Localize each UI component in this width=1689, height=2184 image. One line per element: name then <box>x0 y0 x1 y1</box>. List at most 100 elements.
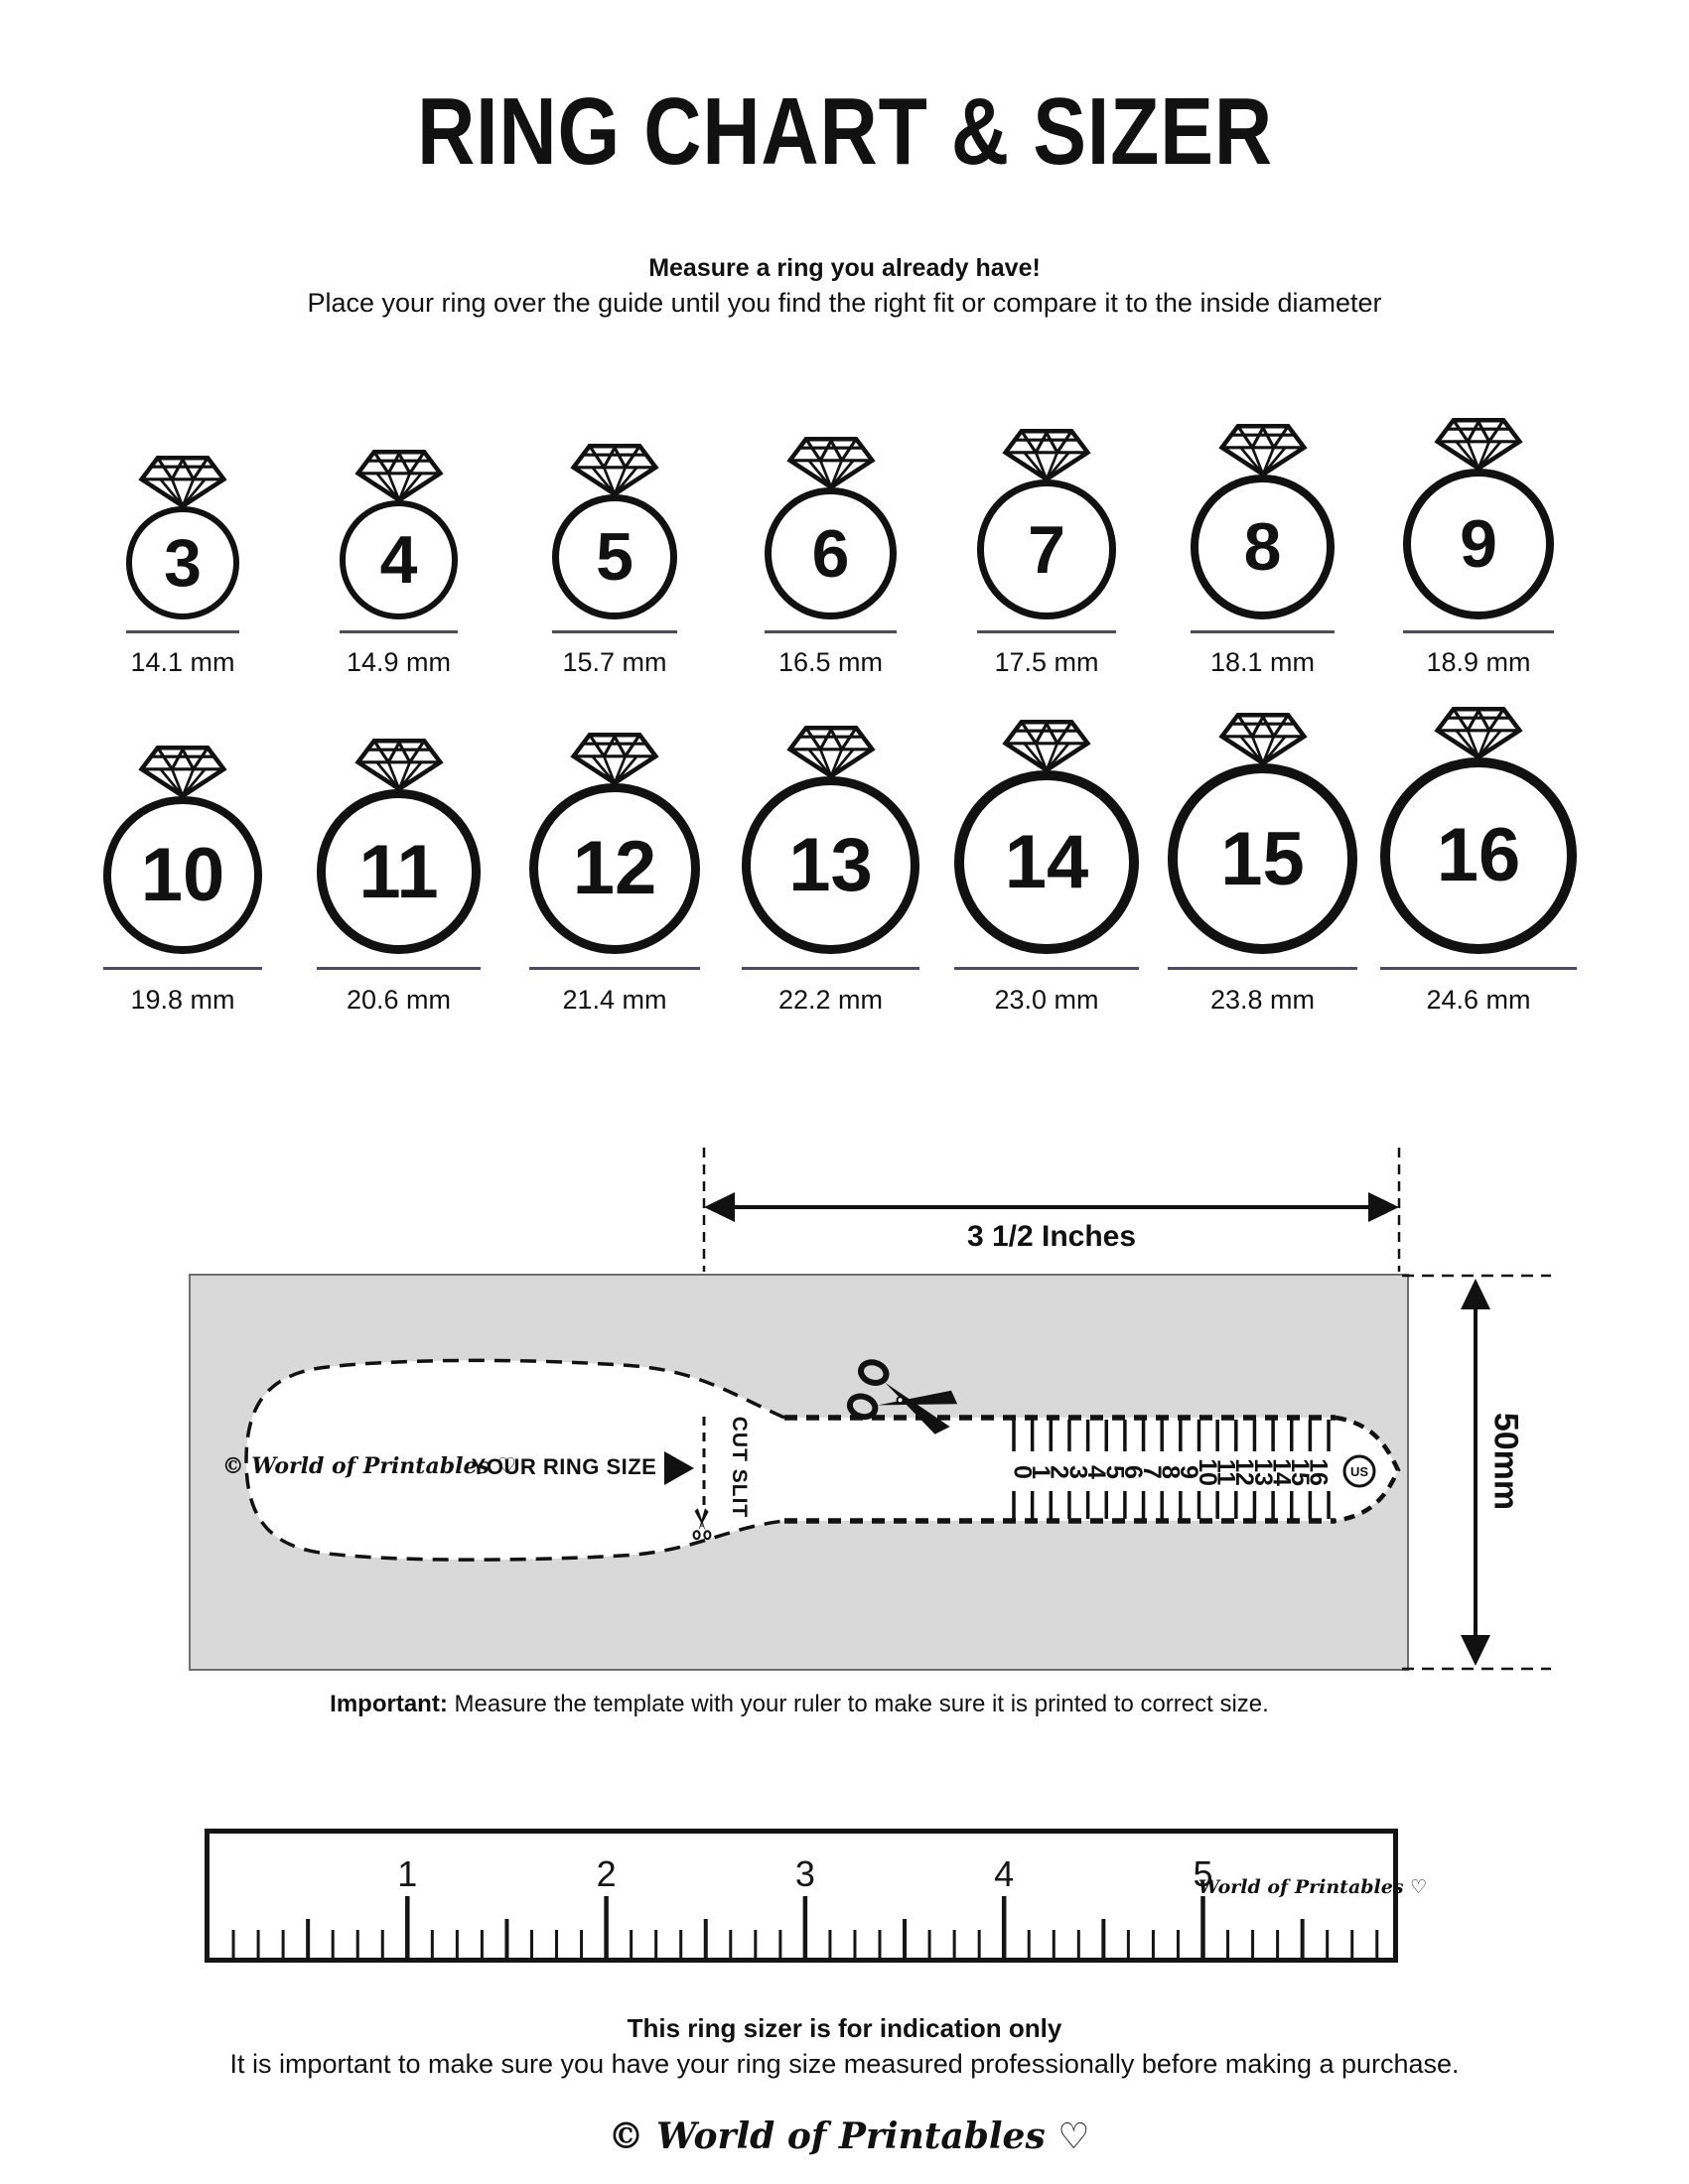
scale-number: 13 <box>1249 1458 1277 1486</box>
diamond-icon <box>785 435 876 491</box>
ring-underline <box>1167 967 1358 970</box>
page-title-row: RING CHART & SIZER <box>0 77 1689 187</box>
diamond-icon <box>1434 705 1523 761</box>
your-ring-size-label: YOUR RING SIZE <box>471 1454 657 1479</box>
height-label: 50mm <box>1486 1412 1525 1511</box>
ring-underline <box>126 630 239 633</box>
ring-circle: 10 <box>103 795 262 954</box>
ruler-number: 3 <box>795 1853 815 1894</box>
diamond-icon <box>1217 711 1308 767</box>
ring-diameter-label: 17.5 mm <box>994 647 1099 677</box>
us-badge-circle <box>1342 1454 1376 1488</box>
diamond-icon <box>1002 427 1091 483</box>
ring-circle: 11 <box>316 789 482 954</box>
ring-diameter-label: 14.9 mm <box>346 647 452 677</box>
ring-size-number: 14 <box>1004 819 1089 904</box>
ring-size-number: 6 <box>811 515 850 592</box>
ring-underline <box>339 630 459 633</box>
important-text: Measure the template with your ruler to … <box>447 1691 1269 1717</box>
ring-diameter-label: 23.0 mm <box>994 985 1099 1015</box>
important-note: Important: Measure the template with you… <box>189 1691 1410 1718</box>
ring-circle: 4 <box>339 500 459 619</box>
ring-diameter-label: 18.1 mm <box>1209 647 1316 677</box>
ring-diameter-label: 19.8 mm <box>130 985 235 1015</box>
ring-underline <box>765 630 897 633</box>
ring-circle: 5 <box>551 493 678 619</box>
ring-underline <box>528 967 701 970</box>
diamond-icon <box>138 744 227 800</box>
scale-number: 11 <box>1211 1459 1239 1486</box>
ring-diameter-label: 23.8 mm <box>1209 985 1316 1015</box>
ring-underline <box>1379 967 1577 970</box>
ring-diameter-label: 15.7 mm <box>562 647 667 677</box>
scale-number: 4 <box>1082 1465 1110 1479</box>
ring-size-number: 5 <box>596 518 633 595</box>
ring-diameter-label: 14.1 mm <box>130 647 235 677</box>
ring-underline <box>1402 630 1555 633</box>
ruler-brand-script: World of Printables ♡ <box>1197 1876 1428 1898</box>
footer-heading: This ring sizer is for indication only <box>627 2013 1062 2043</box>
scale-number: 15 <box>1286 1458 1314 1486</box>
diamond-icon <box>785 724 876 780</box>
diamond-icon <box>570 731 659 787</box>
ring-underline <box>316 967 482 970</box>
ring-circle: 12 <box>528 782 701 954</box>
important-label: Important: <box>330 1691 448 1717</box>
small-scissors-icon <box>692 1508 712 1541</box>
scale-number: 5 <box>1101 1465 1129 1479</box>
cut-line-tip <box>1335 1415 1401 1524</box>
ring-underline <box>954 967 1139 970</box>
ring-underline <box>551 630 678 633</box>
ruler-number: 5 <box>1193 1853 1212 1894</box>
cut-slit-label: CUT SLIT <box>728 1416 751 1519</box>
scale-number: 10 <box>1194 1458 1221 1486</box>
ring-size-number: 12 <box>572 826 657 911</box>
cut-line-blob <box>244 1358 785 1562</box>
ring-size-number: 10 <box>140 832 225 917</box>
sizer-paddle-shape <box>246 1360 1398 1561</box>
scale-number: 1 <box>1027 1465 1055 1479</box>
scissors-icon <box>846 1359 958 1434</box>
ring-circle: 8 <box>1190 475 1336 619</box>
ring-circle: 3 <box>126 506 239 619</box>
diamond-icon <box>570 442 659 498</box>
ring-underline <box>103 967 262 970</box>
ring-circle: 13 <box>742 776 919 954</box>
ring-diameter-label: 18.9 mm <box>1426 647 1531 677</box>
scale-number: 6 <box>1119 1465 1147 1479</box>
ring-circle: 6 <box>765 487 897 619</box>
ring-circle: 9 <box>1402 468 1555 619</box>
ruler-number: 4 <box>994 1853 1014 1894</box>
scale-number: 0 <box>1008 1465 1036 1479</box>
ring-size-number: 3 <box>164 525 202 602</box>
ring-size-number: 13 <box>788 823 873 908</box>
ring-underline <box>1190 630 1336 633</box>
ring-circle: 7 <box>976 479 1117 619</box>
scale-number: 16 <box>1305 1458 1333 1486</box>
scale-number: 8 <box>1157 1465 1185 1479</box>
ring-diameter-label: 22.2 mm <box>777 985 884 1015</box>
ring-circle: 16 <box>1379 756 1577 954</box>
ruler-number: 1 <box>397 1853 417 1894</box>
intro-heading: Measure a ring you already have! <box>648 254 1041 282</box>
pointer-arrow-icon <box>664 1451 694 1485</box>
scale-number: 7 <box>1138 1465 1166 1479</box>
ring-diameter-label: 20.6 mm <box>346 985 452 1015</box>
ring-diameter-label: 24.6 mm <box>1426 985 1531 1015</box>
ring-circle: 15 <box>1167 763 1358 954</box>
scale-number: 9 <box>1175 1465 1202 1479</box>
ring-size-number: 8 <box>1243 509 1282 586</box>
diamond-icon <box>1002 718 1091 774</box>
diamond-icon <box>1217 422 1308 478</box>
diamond-icon <box>353 737 444 793</box>
diamond-icon <box>138 454 227 510</box>
intro-subheading: Place your ring over the guide until you… <box>307 288 1382 318</box>
scale-number: 2 <box>1046 1465 1073 1479</box>
width-arrow <box>704 1192 1399 1222</box>
footer-brand-script: © World of Printables ♡ <box>608 2116 1090 2157</box>
